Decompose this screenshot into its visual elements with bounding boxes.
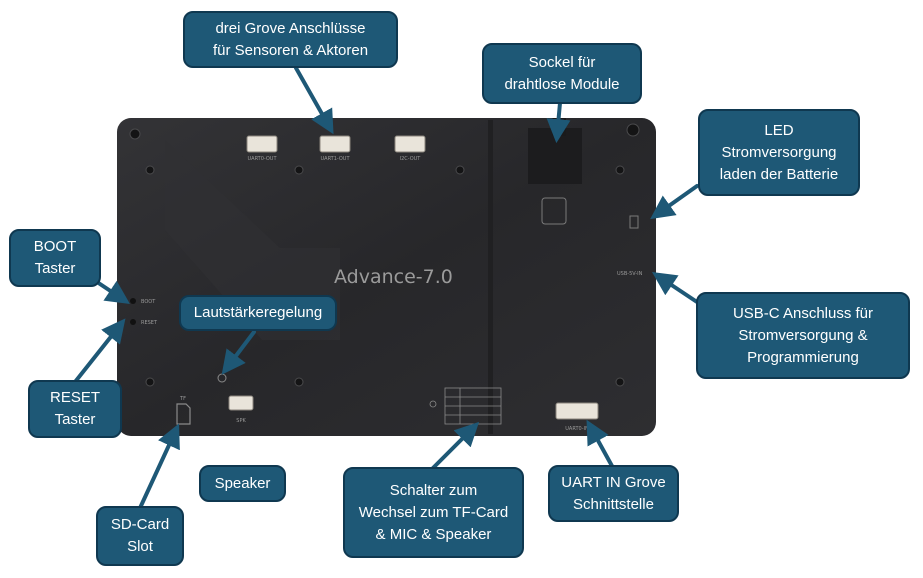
callout-uart-text: UART IN Grove Schnittstelle (561, 473, 666, 513)
wireless-socket (528, 128, 582, 184)
callout-led-text: LED Stromversorgung laden der Batterie (719, 121, 839, 183)
callout-switch-text: Schalter zum Wechsel zum TF-Card & MIC &… (358, 481, 509, 543)
grove-connector-right (394, 135, 426, 153)
sd-card-icon: TF (176, 396, 191, 425)
callout-sd-text: SD-Card Slot (110, 516, 170, 555)
callout-wireless-text: Sockel für drahtlose Module (504, 53, 620, 93)
callout-wireless-socket: Sockel für drahtlose Module (482, 43, 642, 104)
mounting-screws (129, 123, 640, 387)
reset-silk: RESET (141, 320, 158, 326)
arrow-usb (652, 272, 699, 304)
callout-led: LED Stromversorgung laden der Batterie (698, 109, 860, 196)
arrow-led (650, 184, 699, 220)
callout-usb-text: USB-C Anschluss für Stromversorgung & Pr… (732, 304, 874, 366)
callout-speaker-text: Speaker (214, 474, 271, 492)
boot-button (130, 298, 136, 304)
speaker-silk: SPK (236, 418, 246, 424)
callout-boot: BOOT Taster (9, 229, 101, 287)
back-panel-seam (488, 120, 493, 434)
board-body (117, 118, 656, 436)
callout-sd-card: SD-Card Slot (96, 506, 184, 566)
callout-reset: RESET Taster (28, 380, 122, 438)
callout-speaker: Speaker (199, 465, 286, 502)
grove-connector-middle (319, 135, 351, 153)
reset-button (130, 319, 136, 325)
grove-middle-silk: UART1-OUT (320, 156, 350, 162)
grove-connectors: UART0-OUT UART1-OUT I2C-OUT (246, 135, 426, 162)
uart-in-silk: UART0-IN (565, 426, 589, 432)
board-photo: UART0-OUT UART1-OUT I2C-OUT Advance-7.0 … (117, 118, 656, 436)
callout-boot-text: BOOT Taster (33, 238, 77, 277)
grove-right-silk: I2C-OUT (400, 156, 422, 162)
arrow-uart (586, 419, 614, 468)
callout-switch: Schalter zum Wechsel zum TF-Card & MIC &… (343, 467, 524, 558)
callout-volume-text: Lautstärkeregelung (193, 304, 323, 321)
callout-arrows (73, 66, 699, 510)
sd-silk: TF (179, 396, 186, 402)
arrow-wireless (546, 101, 571, 144)
callout-grove-text: drei Grove Anschlüsse für Sensoren & Akt… (212, 19, 369, 59)
uart-in-connector (555, 402, 599, 420)
arrow-sd (138, 423, 180, 510)
callout-reset-text: RESET Taster (49, 389, 100, 428)
boot-silk: BOOT (141, 299, 156, 305)
arrow-grove (294, 66, 334, 135)
callout-volume: Lautstärkeregelung (179, 295, 337, 331)
callout-usb-c: USB-C Anschluss für Stromversorgung & Pr… (696, 292, 910, 379)
socket-label-plate (541, 197, 567, 225)
arrow-reset (73, 318, 126, 384)
arrow-volume (221, 330, 256, 375)
callout-grove-connectors: drei Grove Anschlüsse für Sensoren & Akt… (183, 11, 398, 68)
arrow-boot (95, 280, 130, 304)
back-panel-shading (165, 140, 340, 340)
usb-silk: USB-5V-IN (617, 271, 643, 277)
model-label: Advance-7.0 (334, 266, 453, 288)
callout-uart-in: UART IN Grove Schnittstelle (548, 465, 679, 522)
arrow-switch (430, 421, 480, 471)
speaker-connector (228, 395, 254, 411)
grove-left-silk: UART0-OUT (247, 156, 277, 162)
boot-reset-buttons: BOOT RESET (130, 298, 158, 326)
grove-connector-left (246, 135, 278, 153)
led-pads (629, 215, 639, 229)
